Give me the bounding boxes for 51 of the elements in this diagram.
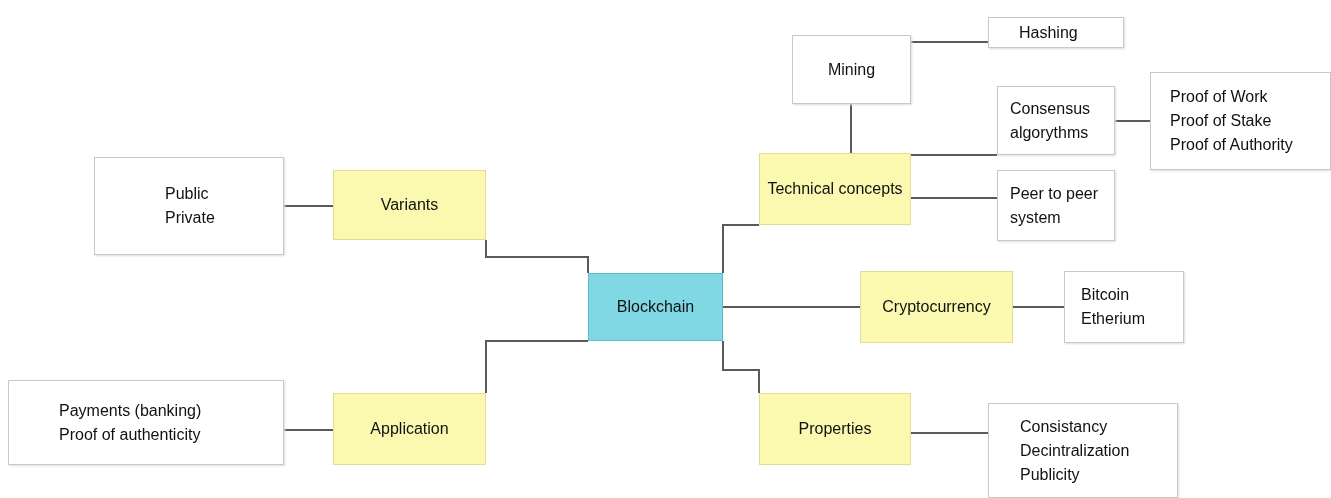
- node-label: Peer to peer system: [1010, 183, 1100, 228]
- node-label: Proof of Stake: [1170, 111, 1272, 131]
- connector-line: [485, 239, 589, 274]
- connector-line: [722, 340, 760, 394]
- topic-box: [759, 393, 911, 465]
- connector-line: [910, 41, 989, 43]
- node-label: Private: [165, 208, 215, 228]
- subtopic-box: [8, 380, 284, 465]
- node-label: Application: [370, 419, 449, 439]
- connector-line: [910, 154, 998, 156]
- connector-line: [283, 429, 334, 431]
- node-label: Consistancy: [1020, 416, 1108, 437]
- connector-line: [1012, 306, 1065, 308]
- subtopic-box: [94, 157, 284, 255]
- connector-line: [910, 432, 989, 434]
- connector-line: [283, 205, 334, 207]
- node-label: Technical concepts: [767, 179, 903, 199]
- connector-line: [722, 224, 760, 274]
- connector-line: [485, 340, 589, 394]
- connector-line: [722, 306, 861, 308]
- node-label: Variants: [380, 195, 439, 215]
- topic-box: [759, 153, 911, 225]
- subtopic-box: [988, 17, 1124, 48]
- node-label: Proof of Work: [1170, 87, 1268, 107]
- node-label: Publicity: [1020, 464, 1080, 485]
- subtopic-box: [997, 170, 1115, 241]
- connector-line: [910, 197, 998, 199]
- connector-line: [850, 103, 852, 154]
- node-label: Payments (banking): [59, 400, 202, 421]
- subtopic-box: [988, 403, 1178, 498]
- topic-box: [860, 271, 1013, 343]
- node-label: Consensus algorythms: [1010, 98, 1092, 143]
- node-label: Public: [165, 184, 209, 204]
- node-label: Properties: [798, 419, 872, 439]
- node-label: Proof of Authority: [1170, 135, 1293, 155]
- node-label: Hashing: [1019, 22, 1078, 43]
- subtopic-box: [1064, 271, 1184, 343]
- central-topic-box: [588, 273, 723, 341]
- subtopic-box: [1150, 72, 1331, 170]
- node-label: Etherium: [1081, 309, 1146, 329]
- node-label: Proof of authenticity: [59, 424, 201, 445]
- subtopic-box: [997, 86, 1115, 155]
- node-label: Cryptocurrency: [882, 297, 991, 317]
- topic-box: [333, 170, 486, 240]
- node-label: Decintralization: [1020, 440, 1130, 461]
- node-label: Mining: [827, 59, 876, 80]
- connector-line: [1114, 120, 1151, 122]
- node-label: Blockchain: [616, 297, 695, 317]
- node-label: Bitcoin: [1081, 285, 1130, 305]
- topic-box: [333, 393, 486, 465]
- subtopic-box: [792, 35, 911, 104]
